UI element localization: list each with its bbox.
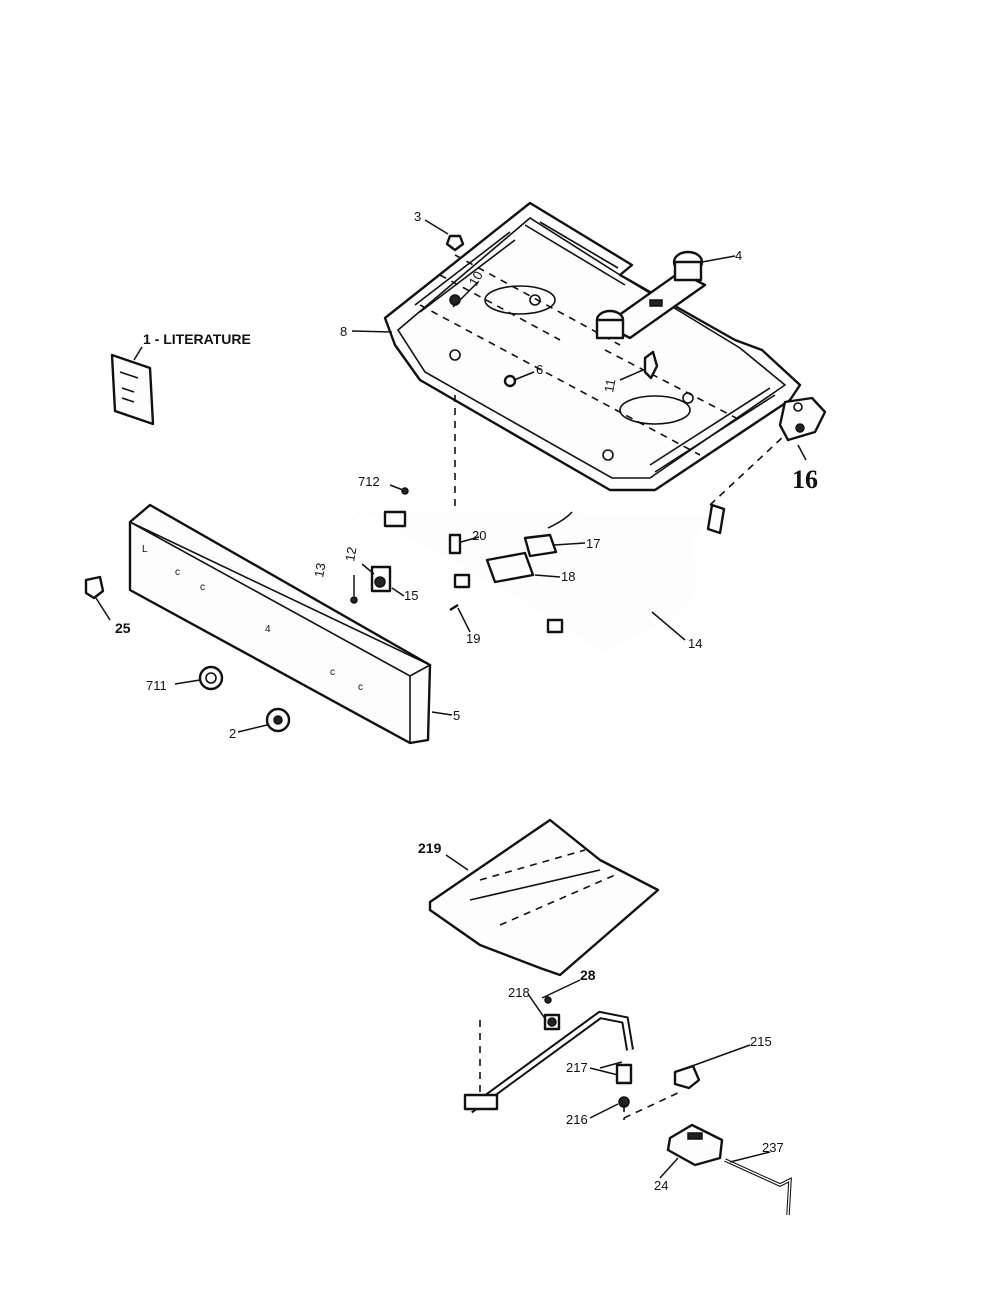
label-part-712: 712	[358, 474, 380, 489]
broil-manifold	[463, 1010, 634, 1114]
svg-text:c: c	[358, 682, 363, 693]
label-part-17: 17	[586, 536, 600, 551]
svg-text:c: c	[330, 667, 335, 678]
label-part-12: 12	[342, 546, 359, 563]
label-part-711: 711	[146, 678, 167, 693]
label-part-3: 3	[414, 209, 421, 224]
fitting-217	[615, 1063, 633, 1085]
burner-box-panel	[383, 201, 802, 492]
orifice-part	[448, 533, 462, 555]
clip-25	[84, 575, 105, 600]
label-part-217: 217	[566, 1060, 588, 1075]
screw-part	[503, 374, 517, 388]
clip-part	[643, 350, 659, 380]
label-part-10: 10	[466, 268, 486, 288]
nut-part	[445, 234, 465, 252]
orifice-218	[543, 1013, 561, 1031]
label-part-13: 13	[311, 562, 328, 579]
label-part-25: 25	[115, 620, 131, 636]
label-part-24: 24	[654, 1178, 668, 1193]
label-part-8: 8	[340, 324, 347, 339]
label-part-4: 4	[735, 248, 742, 263]
switch-part	[523, 511, 573, 558]
broiler-shield	[428, 818, 660, 977]
manifold-pipe	[358, 503, 726, 658]
washer-part	[449, 294, 461, 306]
svg-text:4: 4	[265, 624, 271, 635]
label-part-237: 237	[762, 1140, 784, 1155]
bracket-215	[673, 1064, 701, 1090]
label-part-218: 218	[508, 985, 530, 1000]
switch-24	[666, 1123, 724, 1167]
label-literature: 1 - LITERATURE	[143, 331, 251, 347]
label-part-6: 6	[536, 362, 543, 377]
svg-text:L: L	[142, 544, 148, 555]
label-part-19: 19	[466, 631, 480, 646]
valve-assembly	[595, 250, 707, 340]
bracket-part	[778, 396, 827, 442]
washer-28	[544, 996, 552, 1004]
switch-bracket-part	[485, 551, 535, 584]
label-part-15: 15	[404, 588, 418, 603]
label-part-16: 16	[792, 465, 818, 494]
label-part-215: 215	[750, 1034, 772, 1049]
leader-lines	[95, 219, 807, 1179]
literature-sheet	[110, 346, 155, 426]
label-part-14: 14	[688, 636, 702, 651]
control-panel: L c c 4 c c	[128, 503, 432, 745]
label-part-11: 11	[601, 378, 618, 394]
screw-13	[350, 596, 358, 604]
label-part-219: 219	[418, 840, 442, 856]
label-part-216: 216	[566, 1112, 588, 1127]
screw-19	[449, 603, 459, 612]
knob-711	[198, 665, 224, 691]
label-part-18: 18	[561, 569, 575, 584]
label-part-20: 20	[472, 528, 486, 543]
knob-2	[265, 707, 291, 733]
label-part-28: 28	[580, 967, 596, 983]
screw-712	[401, 487, 409, 495]
valve-part	[370, 565, 392, 593]
svg-text:c: c	[175, 567, 180, 578]
label-part-2: 2	[229, 726, 236, 741]
rod-237	[724, 1158, 792, 1216]
svg-text:c: c	[200, 582, 205, 593]
label-part-5: 5	[453, 708, 460, 723]
